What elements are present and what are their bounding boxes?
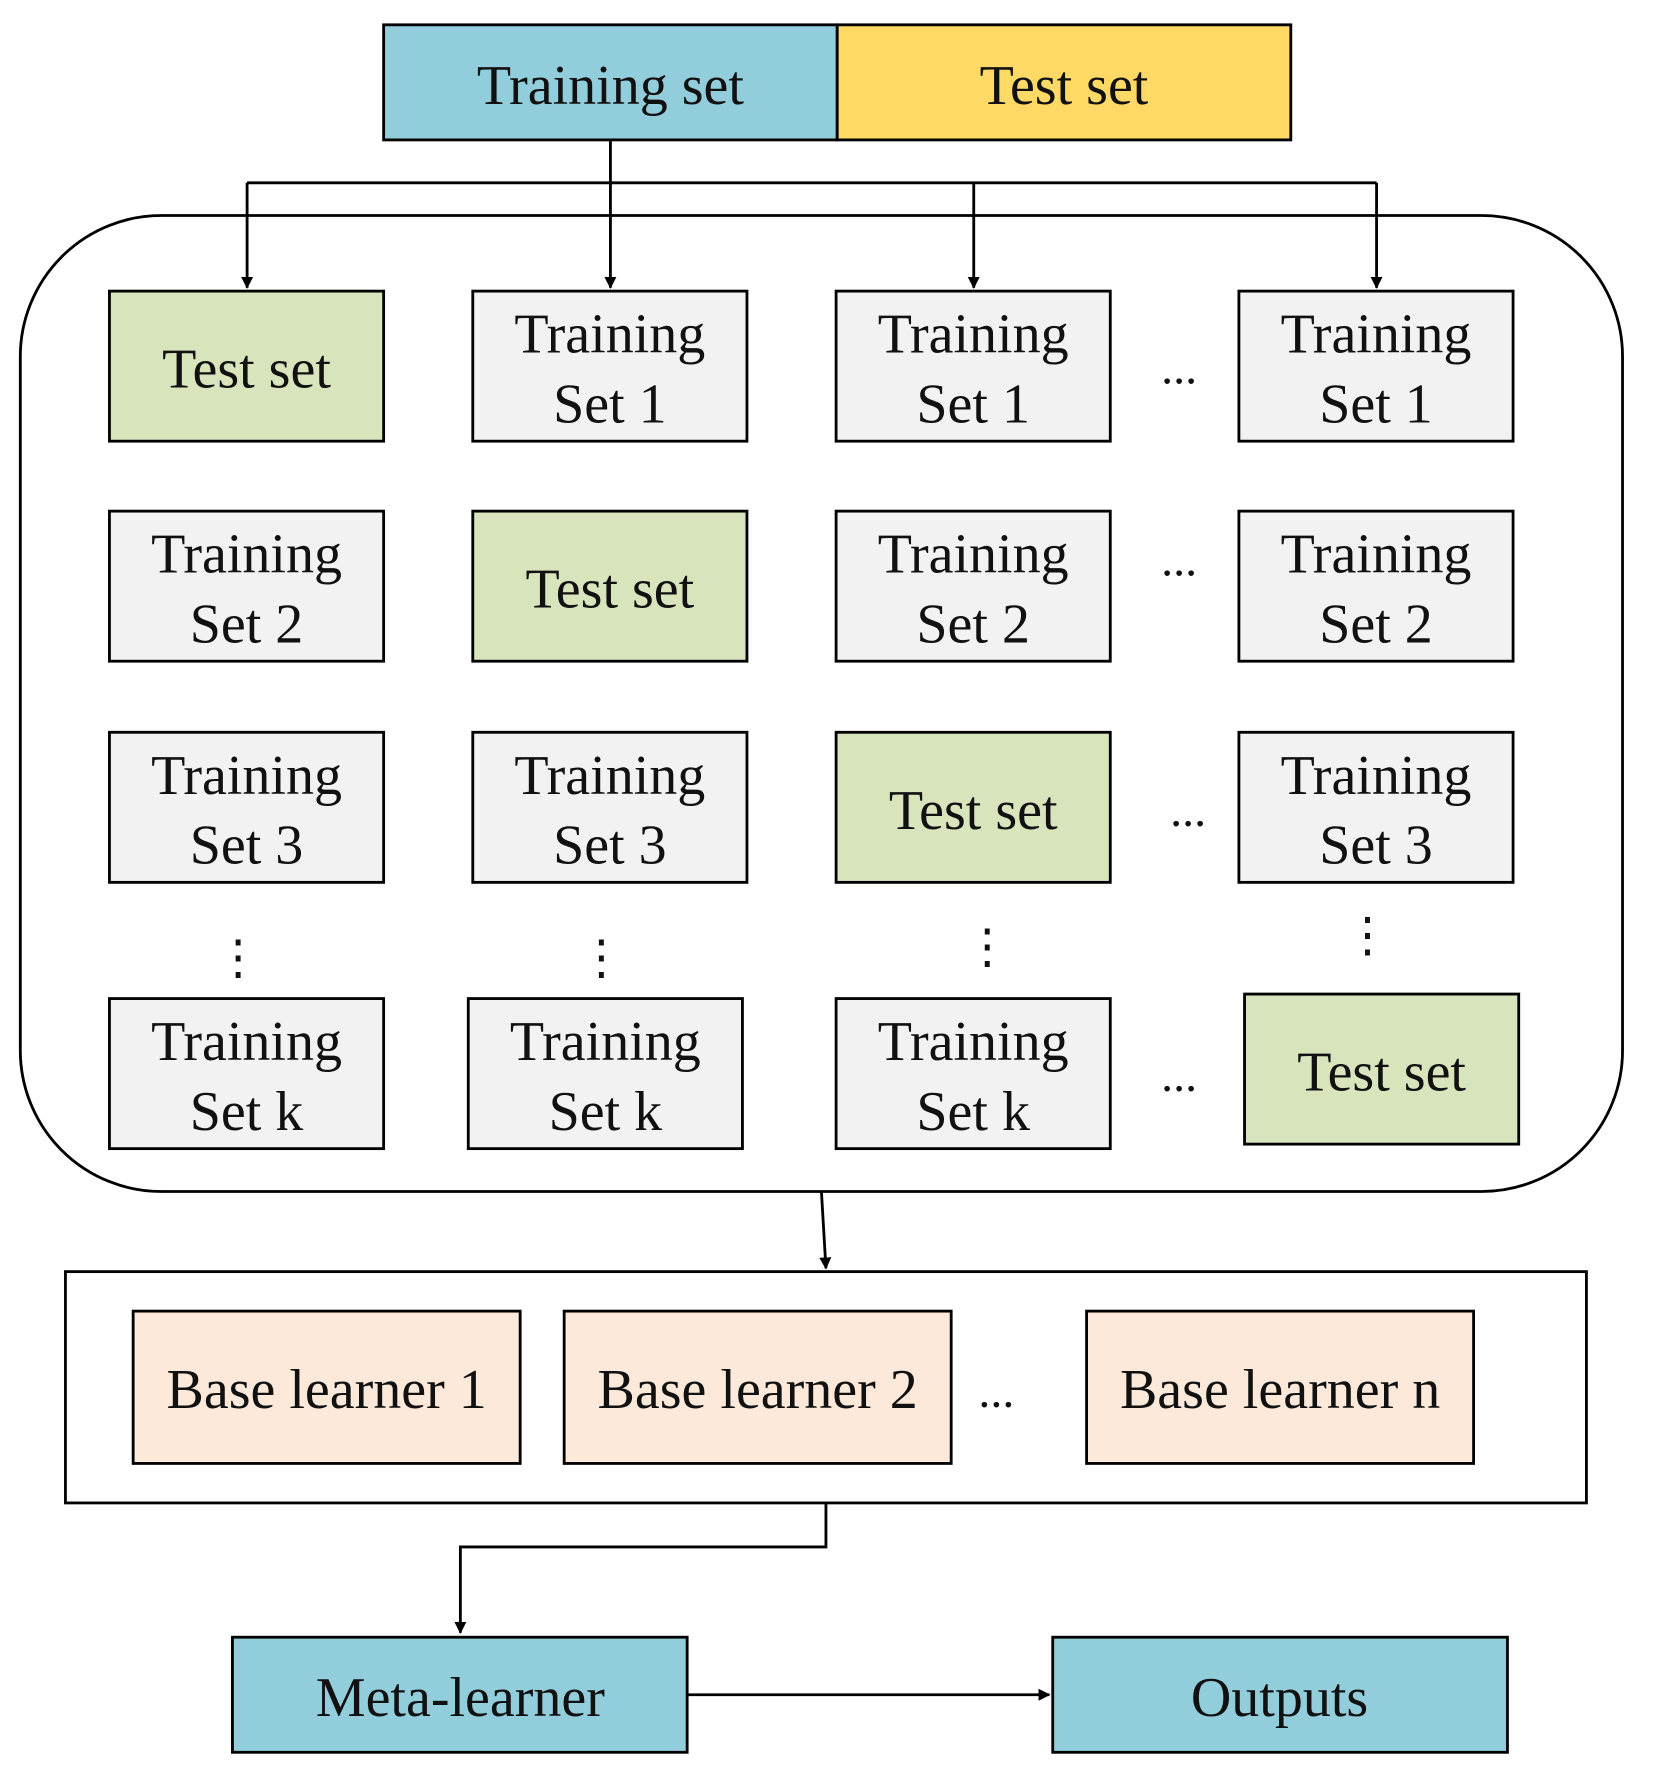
- meta-learner-label: Meta-learner: [316, 1667, 605, 1729]
- fold-training-set-r4-c1: [108, 997, 386, 1151]
- base-learner-label-3: Base learner n: [1120, 1359, 1440, 1421]
- arrow-to-meta-learner: [454, 1502, 828, 1634]
- grid-ellipsis-h-2: ...: [1161, 533, 1197, 586]
- fold-training-set-r3-c2: [471, 730, 749, 884]
- top-test-set-box: [835, 23, 1293, 142]
- arrow-to-base-learners: [819, 1191, 832, 1270]
- fold-training-set-r2-c3: [834, 509, 1112, 663]
- grid-ellipsis-v-4: ⋮: [1344, 909, 1392, 962]
- fold-training-set-r4-c3: [834, 997, 1112, 1151]
- grid-ellipsis-v-2: ⋮: [577, 932, 625, 985]
- base-learner-box-2: [562, 1309, 953, 1465]
- top-training-set-box: [382, 23, 839, 142]
- outputs-box: [1051, 1635, 1509, 1754]
- top-training-set-label: Training set: [477, 55, 745, 117]
- fold-training-set-r1-c4: [1237, 289, 1515, 443]
- grid-ellipsis-v-3: ⋮: [963, 920, 1011, 973]
- fold-test-set-r2-c2: [471, 509, 749, 663]
- fold-test-set-r1-c1: [108, 289, 386, 443]
- base-learner-label-1: Base learner 1: [167, 1359, 487, 1421]
- fold-label-r1-c1: Test set: [162, 339, 331, 401]
- fold-label-r2-c2: Test set: [526, 559, 695, 621]
- fold-label-r3-c3: Test set: [889, 780, 1058, 842]
- top-test-set-label: Test set: [980, 55, 1149, 117]
- folds-container: [18, 214, 1624, 1193]
- learners-ellipsis: ...: [978, 1365, 1014, 1418]
- grid-ellipsis-v-1: ⋮: [214, 932, 262, 985]
- fold-training-set-r2-c1: [108, 509, 386, 663]
- fold-training-set-r2-c4: [1237, 509, 1515, 663]
- grid-ellipsis-h-1: ...: [1161, 342, 1197, 395]
- fold-training-set-r1-c3: [834, 289, 1112, 443]
- base-learner-box-3: [1085, 1309, 1476, 1465]
- fold-test-set-r4-c4: [1243, 992, 1521, 1146]
- meta-learner-box: [231, 1635, 689, 1754]
- base-learner-label-2: Base learner 2: [598, 1359, 918, 1421]
- fold-label-r4-c4: Test set: [1297, 1042, 1466, 1104]
- outputs-label: Outputs: [1191, 1667, 1368, 1729]
- grid-ellipsis-h-3: ...: [1170, 784, 1206, 837]
- grid-ellipsis-h-4: ...: [1161, 1049, 1197, 1102]
- fold-training-set-r3-c4: [1237, 730, 1515, 884]
- fold-test-set-r3-c3: [834, 730, 1112, 884]
- fold-training-set-r3-c1: [108, 730, 386, 884]
- fold-training-set-r1-c2: [471, 289, 749, 443]
- base-learner-box-1: [131, 1309, 522, 1465]
- fold-training-set-r4-c2: [466, 997, 744, 1151]
